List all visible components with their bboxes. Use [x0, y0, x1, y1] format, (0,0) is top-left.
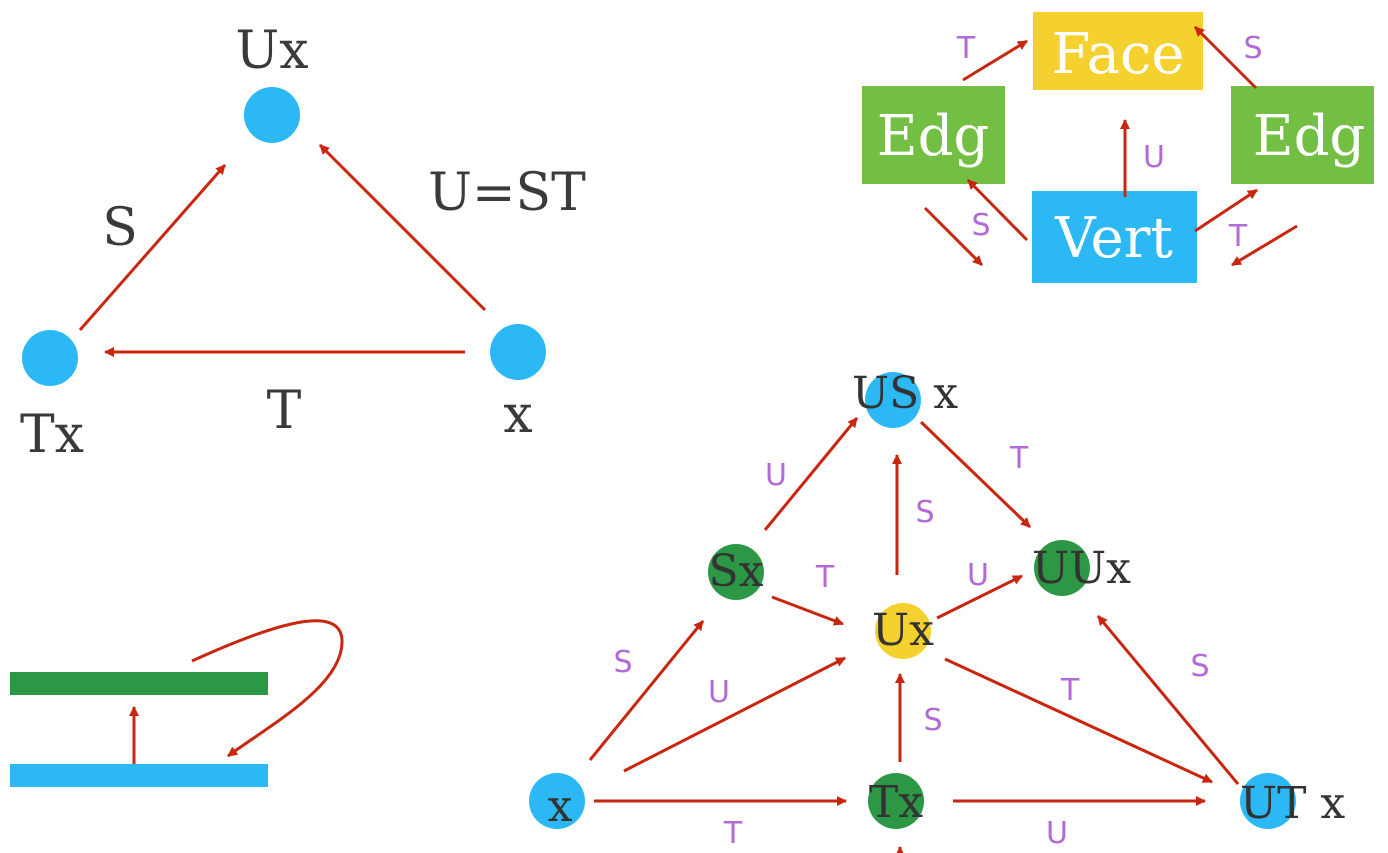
graph-edge-x-ux	[623, 656, 846, 773]
graph-label-x-sx: S	[613, 645, 632, 680]
graph-label-sx-usx: U	[765, 458, 787, 493]
node-tx-circle	[22, 330, 78, 386]
arrow-stub-right	[1231, 224, 1298, 267]
graph-edge-sx-usx	[763, 417, 859, 531]
graph-label-utx-uux: S	[1190, 649, 1209, 684]
arrow-label-t-left: T	[956, 31, 976, 66]
graph-node-x-circle	[529, 773, 585, 829]
graph-label-usx-uux: T	[1009, 441, 1029, 476]
edge-s-label: S	[102, 198, 138, 258]
edge-u-st-line	[318, 143, 487, 312]
graph-node-uux-circle	[1034, 540, 1090, 596]
graph-node-tx-label: Tx	[869, 777, 923, 828]
graph-label-x-tx: T	[723, 816, 743, 851]
graph-label-x-ux: U	[708, 675, 730, 710]
edge-box-right	[1231, 86, 1374, 184]
graph-edge-x-sx	[588, 620, 705, 761]
bar-diagram	[10, 619, 344, 787]
arrow-label-t-right: T	[1228, 219, 1248, 254]
green-bar	[10, 672, 268, 695]
graph-node-usx-label: US x	[852, 368, 958, 419]
face-box-label: Face	[1052, 22, 1185, 87]
graph-edge-usx-uux	[919, 420, 1032, 529]
graph-node-uux-label: UUx	[1032, 543, 1131, 594]
graph-node-ux-label: Ux	[872, 605, 934, 656]
node-x-circle	[490, 324, 546, 380]
graph-node-sx-label: Sx	[709, 546, 764, 597]
arrow-edge-to-face-right	[1193, 25, 1258, 90]
node-tx-label: Tx	[20, 405, 84, 465]
node-ux-label: Ux	[235, 21, 308, 81]
vert-box-label: Vert	[1054, 206, 1173, 271]
triangle-diagram: Ux Tx x S U=ST T	[20, 21, 586, 465]
graph-node-sx-circle	[708, 544, 764, 600]
graph-label-tx-ux: S	[923, 703, 942, 738]
bar-loop-arrow	[191, 619, 344, 758]
graph-label-ux-usx: S	[915, 495, 934, 530]
graph-diagram: US x Sx Ux UUx x Tx UT x U T S T U S U S…	[529, 368, 1345, 853]
arrow-vert-to-right-edge	[1194, 188, 1258, 233]
arrow-label-s-left: S	[971, 208, 990, 243]
edge-u-st-label: U=ST	[428, 163, 586, 223]
edge-box-right-label: Edg	[1253, 104, 1366, 169]
graph-node-utx-label: UT x	[1240, 778, 1345, 829]
graph-label-ux-uux: U	[967, 558, 989, 593]
graph-node-tx-circle	[868, 773, 924, 829]
arrow-edge-to-face-left	[962, 39, 1028, 82]
arrow-stub-left	[923, 206, 984, 267]
graph-label-sx-ux: T	[815, 560, 835, 595]
arrow-label-u: U	[1143, 140, 1165, 175]
arrow-label-s-right: S	[1243, 31, 1262, 66]
blue-bar	[10, 764, 268, 787]
graph-label-tx-utx: U	[1046, 816, 1068, 851]
face-box	[1033, 12, 1203, 90]
graph-edge-ux-uux	[936, 574, 1023, 620]
edge-t-label: T	[267, 381, 302, 441]
cell-diagram: Face Edg Edg Vert T S U S T	[862, 12, 1374, 283]
edge-box-left	[862, 86, 1005, 184]
arrow-vert-to-left-edge	[966, 178, 1029, 242]
node-ux-circle	[244, 87, 300, 143]
edge-box-left-label: Edg	[877, 104, 990, 169]
graph-node-x-label: x	[548, 781, 573, 832]
graph-edge-sx-ux	[771, 595, 844, 626]
edge-s-line	[78, 164, 227, 331]
graph-edge-utx-uux	[1096, 615, 1240, 785]
node-x-label: x	[503, 385, 532, 445]
graph-node-usx-circle	[865, 372, 921, 428]
graph-label-ux-utx: T	[1060, 673, 1080, 708]
graph-node-utx-circle	[1240, 773, 1296, 829]
graph-node-ux-circle	[875, 603, 931, 659]
graph-edge-ux-utx	[944, 657, 1213, 784]
vert-box	[1032, 191, 1197, 283]
